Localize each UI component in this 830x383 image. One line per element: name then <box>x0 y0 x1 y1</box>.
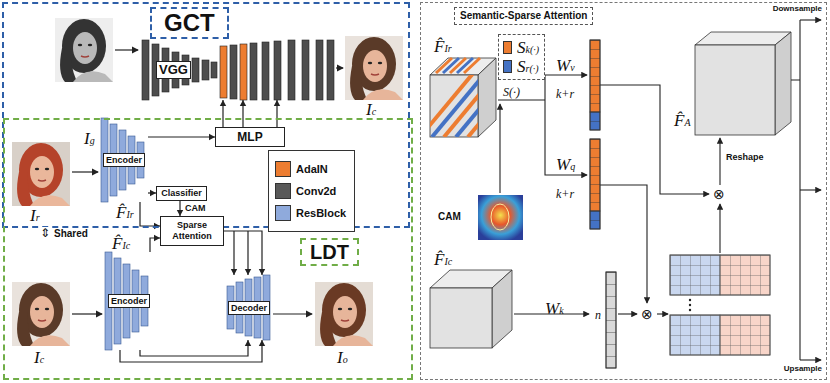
connector <box>150 235 160 252</box>
resblock-layers <box>101 118 270 350</box>
network-block: Decoder <box>225 275 273 340</box>
dimension-label: k+r <box>556 88 574 100</box>
block-label: Decoder <box>228 301 270 315</box>
legend-swatch <box>275 161 291 177</box>
attention-arrows <box>498 20 821 360</box>
legend-box: Sk(·) Sr(·) <box>498 34 545 80</box>
feature-cube <box>420 58 528 137</box>
legend-entry: Conv2d <box>275 183 346 199</box>
network-block: Encoder <box>103 252 155 350</box>
arrowhead <box>231 269 237 275</box>
legend-text: Sk(·) <box>517 39 539 56</box>
photos <box>12 18 403 346</box>
block-label: MLP <box>237 132 262 143</box>
image-label: Ic <box>366 101 376 118</box>
output-label: Upsample <box>784 365 822 373</box>
arrowhead <box>240 100 246 106</box>
legend-box: AdaIN Conv2dResBlock <box>268 150 355 232</box>
legend-swatch <box>503 41 512 54</box>
feature-label: F̂A <box>674 112 691 129</box>
arrowhead <box>259 340 265 346</box>
legend-text: AdaIN <box>296 164 328 175</box>
note-label: Shared <box>54 229 88 239</box>
legend-text: Sr(·) <box>517 58 539 75</box>
weight-label: Wk <box>545 300 564 317</box>
output-cube <box>695 32 791 135</box>
module-region: Semantic-Sparse Attention <box>420 2 827 380</box>
arrowhead <box>274 100 280 106</box>
dimension-label: k+r <box>556 188 574 200</box>
arrowhead <box>245 340 251 346</box>
dimension-label: n <box>595 309 601 321</box>
legend-swatch <box>503 60 512 73</box>
weight-label: Wv <box>556 57 575 74</box>
feature-label: F̂Ic <box>434 251 452 268</box>
network-block: Encoder <box>100 118 148 202</box>
vgg-layers <box>142 40 334 100</box>
block-label: Classifier <box>161 188 202 199</box>
image-label: Ic <box>34 349 44 366</box>
region-title: Semantic-Sparse Attention <box>454 7 593 25</box>
vectors <box>590 40 616 368</box>
block-label: VGG <box>156 61 191 79</box>
feature-label: F̂Ir <box>116 204 134 221</box>
cam-map <box>478 195 523 240</box>
feature-label: F̂Ir <box>434 38 452 55</box>
shared-symbol: ⇕ <box>40 227 50 239</box>
block-label: Encoder <box>108 294 150 308</box>
image-label: Ir <box>30 207 40 224</box>
connector <box>148 134 215 140</box>
legend-entry: ResBlock <box>275 205 346 221</box>
block-label: Encoder <box>103 153 145 167</box>
image-label: Io <box>337 349 348 366</box>
arrowhead <box>245 269 251 275</box>
process-box: Classifier <box>156 186 207 201</box>
image-label: Ig <box>84 130 95 147</box>
feature-label: F̂Ic <box>112 235 130 252</box>
legend-entry: Sk(·) <box>503 39 539 56</box>
connector <box>220 100 280 127</box>
region-title: GCT <box>150 7 229 39</box>
arrowhead <box>259 269 265 275</box>
step-label: Reshape <box>726 153 764 162</box>
weight-label: Wq <box>556 156 575 173</box>
output-label: Downsample <box>773 5 822 13</box>
legend-text: Conv2d <box>296 186 336 197</box>
connector <box>224 231 265 275</box>
edge-label: CAM <box>185 203 206 213</box>
connector <box>120 340 265 362</box>
legend-swatch <box>275 183 291 199</box>
block-label: Sparse Attention <box>161 220 223 242</box>
legend-entry: Sr(·) <box>503 58 539 75</box>
map-label: CAM <box>438 212 461 222</box>
operator-symbol: ⊗ <box>641 307 653 321</box>
attention-map <box>670 255 770 355</box>
legend-swatch <box>275 205 291 221</box>
process-box: Sparse Attention <box>160 216 224 246</box>
arrowhead <box>220 100 226 106</box>
legend-entry: AdaIN <box>275 161 346 177</box>
process-box: MLP <box>215 127 285 147</box>
connector <box>177 201 183 216</box>
function-label: S(·) <box>503 86 520 98</box>
legend-text: ResBlock <box>296 208 346 219</box>
connector <box>148 190 156 196</box>
connector <box>140 202 160 229</box>
region-title: LDT <box>300 238 359 266</box>
operator-symbol: ⊗ <box>713 187 725 201</box>
content-cube <box>430 270 512 348</box>
network-block: VGG <box>140 40 335 100</box>
